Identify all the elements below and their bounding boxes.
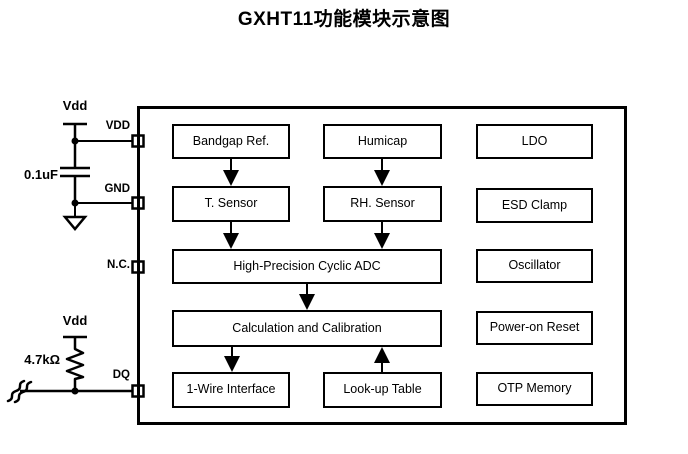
wire-break-symbol bbox=[6, 379, 33, 404]
vdd-rail-symbol-top bbox=[63, 122, 87, 168]
block-humicap: Humicap bbox=[323, 124, 442, 159]
block-one-wire: 1-Wire Interface bbox=[172, 372, 290, 408]
diagram-title: GXHT11功能模块示意图 bbox=[237, 9, 451, 30]
pin-label-gnd: GND bbox=[104, 183, 130, 195]
supply-wires bbox=[74, 140, 133, 217]
pin-label-nc: N.C. bbox=[107, 259, 130, 271]
resistor-symbol bbox=[65, 347, 85, 391]
pin-label-dq: DQ bbox=[112, 369, 130, 381]
block-ldo: LDO bbox=[476, 124, 593, 159]
vdd-supply-label-top: Vdd bbox=[62, 98, 88, 113]
junction-dot bbox=[71, 137, 79, 145]
block-rh-sensor: RH. Sensor bbox=[323, 186, 442, 222]
junction-dot bbox=[71, 387, 79, 395]
chip-outline bbox=[137, 106, 627, 425]
block-calculation: Calculation and Calibration bbox=[172, 310, 442, 347]
block-otp-memory: OTP Memory bbox=[476, 372, 593, 406]
block-adc: High-Precision Cyclic ADC bbox=[172, 249, 442, 284]
block-oscillator: Oscillator bbox=[476, 249, 593, 283]
block-lookup-table: Look-up Table bbox=[323, 372, 442, 408]
vdd-supply-label-bottom: Vdd bbox=[62, 313, 88, 328]
junction-dot bbox=[71, 199, 79, 207]
block-esd-clamp: ESD Clamp bbox=[476, 188, 593, 223]
block-power-on-reset: Power-on Reset bbox=[476, 311, 593, 345]
ground-symbol bbox=[62, 215, 88, 231]
pin-label-vdd: VDD bbox=[105, 120, 130, 132]
block-bandgap-ref: Bandgap Ref. bbox=[172, 124, 290, 159]
capacitor-value-label: 0.1uF bbox=[24, 167, 58, 182]
resistor-value-label: 4.7kΩ bbox=[24, 352, 60, 367]
block-t-sensor: T. Sensor bbox=[172, 186, 290, 222]
signal-arrows bbox=[223, 159, 390, 372]
capacitor-symbol bbox=[60, 166, 90, 203]
vdd-rail-symbol-bottom bbox=[63, 335, 87, 347]
